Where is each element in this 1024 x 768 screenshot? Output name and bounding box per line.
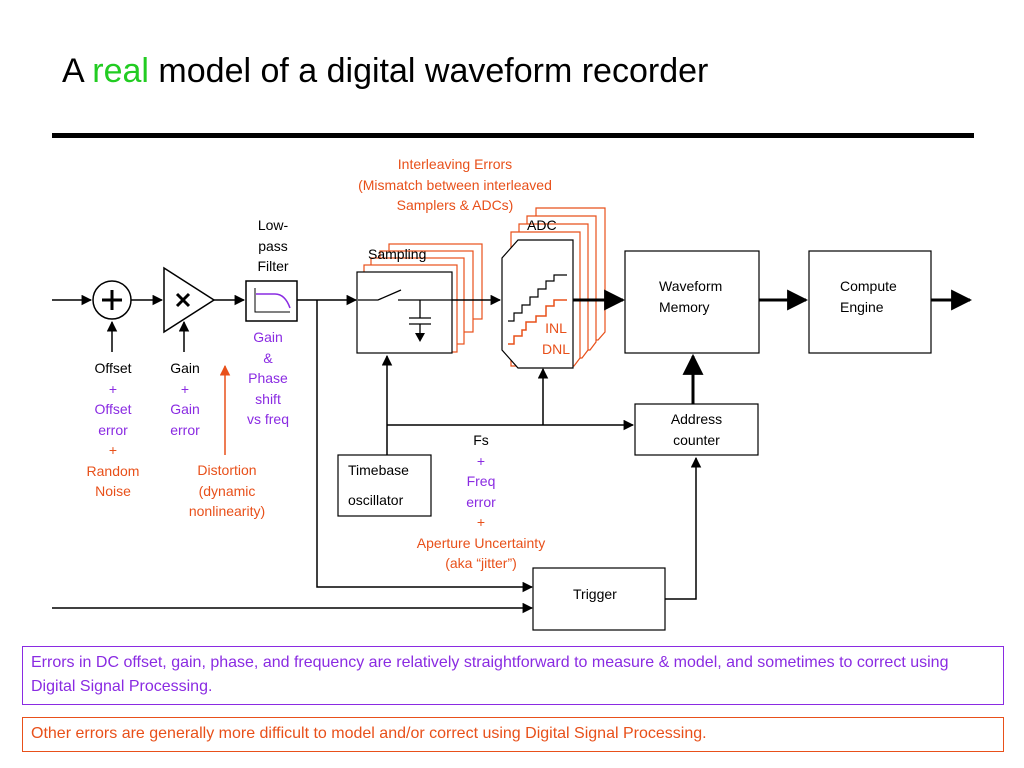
compute-engine-line-1: Compute: [840, 278, 897, 294]
waveform-memory-label: Waveform Memory: [659, 276, 722, 317]
timebase-label: Timebase: [348, 462, 409, 478]
title-highlight: real: [92, 52, 149, 90]
distortion-line-2: (dynamic: [198, 482, 256, 499]
address-counter-line-2: counter: [673, 431, 720, 448]
fs-error-label: Fs + Freq error + Aperture Uncertainty (…: [401, 430, 561, 574]
lowpass-filter-label: Low- pass Filter: [248, 215, 298, 277]
gain-label: Gain: [170, 360, 200, 376]
filter-error-line-2: &: [263, 349, 273, 366]
oscillator-label: oscillator: [348, 492, 404, 508]
distortion-line-1: Distortion: [197, 462, 257, 478]
aperture-uncertainty-line-1: Aperture Uncertainty: [416, 534, 546, 551]
compute-engine-line-2: Engine: [840, 298, 884, 315]
filter-error-label: Gain & Phase shift vs freq: [236, 327, 300, 430]
summing-junction: [92, 280, 132, 320]
interleaving-line-3: Samplers & ADCs): [396, 197, 514, 213]
title-suffix: model of a digital waveform recorder: [158, 52, 709, 90]
fs-plus-1: +: [476, 452, 486, 469]
trigger-feed-line: [316, 300, 534, 593]
interleaving-line-1: Interleaving Errors: [397, 156, 513, 172]
address-counter-line-1: Address: [670, 411, 723, 427]
random-noise-line-2: Noise: [95, 483, 131, 499]
filter-error-line-3: Phase: [248, 370, 288, 386]
interleaving-errors-label: Interleaving Errors (Mismatch between in…: [335, 154, 575, 216]
random-noise-line-1: Random: [86, 462, 140, 479]
gain-error-line-2: error: [170, 421, 200, 438]
freq-error-line-1: Freq: [466, 473, 496, 489]
offset-plus-1: +: [108, 380, 118, 397]
easy-errors-note: Errors in DC offset, gain, phase, and fr…: [22, 646, 1004, 705]
gain-error-label: Gain + Gain error: [160, 358, 210, 440]
filter-error-line-1: Gain: [253, 329, 283, 345]
waveform-memory-block: [624, 250, 760, 354]
offset-error-line-1: Offset: [94, 401, 132, 417]
gain-plus: +: [180, 380, 190, 397]
block-diagram: [52, 207, 973, 631]
lowpass-line-1: Low-: [257, 217, 289, 233]
offset-plus-2: +: [108, 442, 118, 458]
distortion-line-3: nonlinearity): [188, 503, 266, 519]
freq-error-line-2: error: [466, 493, 496, 510]
trigger-label: Trigger: [573, 586, 617, 602]
gain-error-line-1: Gain: [170, 401, 200, 417]
lowpass-filter-block: [245, 280, 298, 322]
title-prefix: A: [62, 52, 83, 90]
waveform-memory-line-1: Waveform: [659, 278, 723, 294]
sampling-label: Sampling: [368, 246, 427, 262]
compute-engine-block: [808, 250, 932, 354]
offset-error-line-2: error: [98, 421, 128, 438]
filter-error-line-5: vs freq: [246, 411, 289, 427]
sampling-block: [356, 271, 453, 354]
dnl-label: DNL: [541, 340, 570, 357]
trigger-to-counter-line: [665, 456, 702, 600]
waveform-memory-line-2: Memory: [659, 298, 710, 315]
adc-label: ADC: [527, 217, 557, 233]
compute-engine-label: Compute Engine: [840, 276, 897, 317]
fs-plus-2: +: [476, 514, 486, 530]
fs-label: Fs: [473, 432, 489, 448]
address-counter-block: [634, 403, 759, 456]
aperture-uncertainty-line-2: (aka “jitter”): [445, 555, 517, 571]
offset-error-label: Offset + Offset error + Random Noise: [75, 358, 151, 502]
lowpass-line-2: pass: [258, 237, 288, 254]
address-counter-label: Address counter: [635, 409, 758, 450]
distortion-label: Distortion (dynamic nonlinearity): [172, 460, 282, 522]
interleaving-line-2: (Mismatch between interleaved: [358, 176, 552, 193]
offset-label: Offset: [94, 360, 132, 376]
filter-error-line-4: shift: [255, 390, 281, 407]
gain-amplifier: [163, 266, 216, 334]
hard-errors-note: Other errors are generally more difficul…: [22, 717, 1004, 752]
inl-dnl-label: INL DNL: [540, 318, 572, 359]
adc-block: [501, 239, 574, 369]
inl-label: INL: [545, 320, 567, 336]
title-divider: [52, 133, 974, 138]
timebase-oscillator-block: [337, 454, 432, 517]
trigger-block: [532, 567, 666, 631]
lowpass-line-3: Filter: [257, 258, 289, 274]
page-title: A real model of a digital waveform recor…: [62, 52, 708, 91]
